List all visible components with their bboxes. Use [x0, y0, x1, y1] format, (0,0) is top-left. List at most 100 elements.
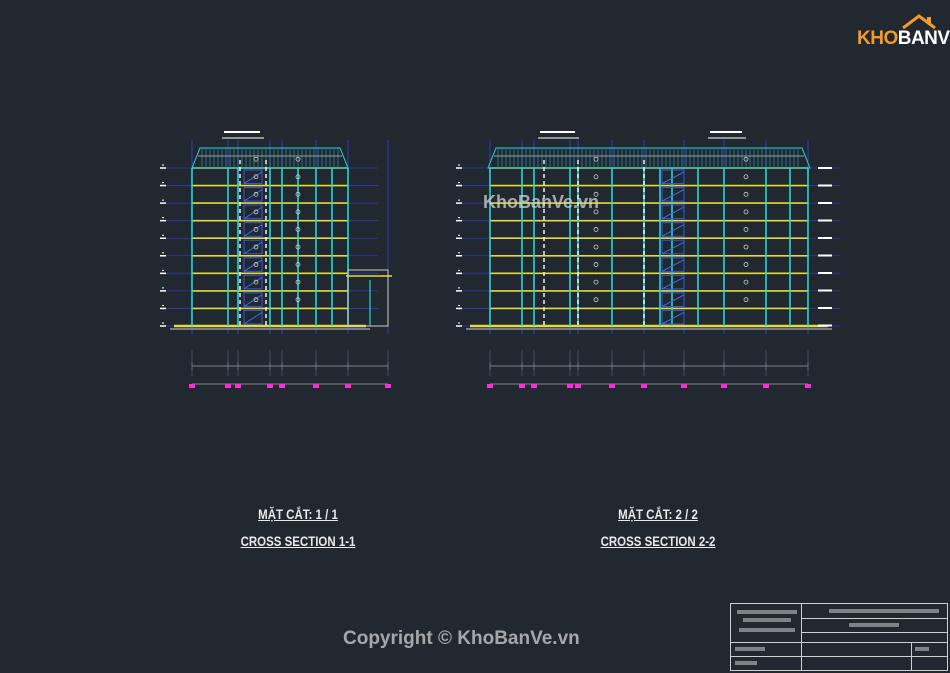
section1-stair-flight-2: [243, 276, 263, 290]
section1-axis-marker-3: [267, 384, 273, 388]
section1-level-marker-1-6: [295, 209, 301, 215]
section2-level-marker-1-7: [743, 191, 749, 197]
kho-ban-ve-logo: KHOBANVE: [853, 14, 950, 54]
section2-axis-marker-1: [519, 384, 525, 388]
section1-title-vn: MẶT CẮT: 1 / 1: [258, 506, 338, 522]
section2-stair-flight-1: [661, 294, 685, 307]
title-block-project: [829, 609, 939, 613]
section1-axis-marker-6: [345, 384, 351, 388]
section2-stair-core-2: [661, 274, 685, 290]
section2-roof-outline: [487, 147, 811, 169]
section1-level-marker-1-9: [295, 156, 301, 162]
section2-title-en: CROSS SECTION 2-2: [600, 533, 716, 549]
section2-axis-marker-6: [641, 384, 647, 388]
section2-level-marker-1-2: [743, 279, 749, 285]
section1-axis-marker-0: [189, 384, 195, 388]
section2-level-marker-0-2: [593, 279, 599, 285]
section2-axis-marker-9: [763, 384, 769, 388]
section1-stair-core-0: [243, 309, 263, 325]
section1-stair-core-4: [243, 239, 263, 255]
section2-stair-flight-7: [661, 189, 685, 202]
section1-stair-core-7: [243, 187, 263, 202]
section1-stair-core-2: [243, 274, 263, 290]
section2-axis-marker-2: [531, 384, 537, 388]
section1-level-marker-1-4: [295, 244, 301, 250]
section1-axis-marker-7: [385, 384, 391, 388]
section1-stair-flight-7: [243, 189, 263, 202]
section2-stair-core-4: [661, 239, 685, 255]
section1-stair-flight-3: [243, 259, 263, 272]
section1-level-marker-0-7: [253, 191, 259, 197]
section1-annex-outline: [347, 269, 389, 327]
title-block-date: [915, 647, 929, 651]
section2-level-marker-0-8: [593, 174, 599, 180]
section1-level-marker-0-8: [253, 174, 259, 180]
section1-axis-marker-1: [225, 384, 231, 388]
section1-axis-marker-4: [279, 384, 285, 388]
section1-level-marker-1-5: [295, 227, 301, 232]
section2-title-vn: MẶT CẮT: 2 / 2: [618, 506, 698, 522]
section1-stair-core-3: [243, 257, 263, 272]
section1-roof-outline: [191, 147, 349, 169]
section2-stair-core-3: [661, 257, 685, 272]
section2-level-marker-0-6: [593, 209, 599, 215]
section1-title-en: CROSS SECTION 1-1: [240, 533, 356, 549]
section2-axis-marker-5: [609, 384, 615, 388]
title-block: [730, 603, 948, 671]
section1-stair-flight-6: [243, 206, 263, 220]
section2-stair-flight-3: [661, 259, 685, 272]
section2-axis-marker-8: [721, 384, 727, 388]
section1-stair-core-6: [243, 204, 263, 220]
section2-stair-core-5: [661, 222, 685, 237]
section2-level-marker-0-4: [593, 244, 599, 250]
section2-stair-core-7: [661, 187, 685, 202]
section1-level-marker-0-5: [253, 227, 259, 232]
section2-level-marker-0-3: [593, 262, 599, 267]
section2-stair-flight-5: [661, 224, 685, 237]
section2-level-marker-0-1: [593, 297, 599, 303]
section1-stair-flight-5: [243, 224, 263, 237]
section2-stair-core-1: [661, 292, 685, 307]
section1-axis-marker-2: [235, 384, 241, 388]
section1-stair-flight-1: [243, 294, 263, 307]
section2-level-marker-1-3: [743, 262, 749, 267]
section1-level-marker-1-8: [295, 174, 301, 180]
title-block-drawing: [849, 623, 899, 627]
section2-level-marker-1-8: [743, 174, 749, 180]
section2-stair-flight-6: [661, 206, 685, 220]
section2-stair-flight-0: [661, 312, 685, 325]
logo-wordmark: KHOBANVE: [857, 28, 950, 49]
section1-level-marker-0-3: [253, 262, 259, 267]
section1-level-marker-0-4: [253, 244, 259, 250]
section1-axis-marker-5: [313, 384, 319, 388]
section1-stair-core-8: [243, 169, 263, 185]
watermark-center: KhoBanVe.vn: [483, 192, 600, 212]
title-block-subject: [743, 618, 791, 622]
section2-stair-core-8: [661, 169, 685, 185]
section2-level-marker-0-9: [593, 156, 599, 162]
section2-axis-marker-4: [575, 384, 581, 388]
house-roof-icon: [902, 14, 936, 30]
section1-stair-core-1: [243, 292, 263, 307]
section1-level-marker-0-6: [253, 209, 259, 215]
section2-level-marker-1-9: [743, 156, 749, 162]
title-block-faculty: [739, 628, 795, 632]
section2-level-marker-1-4: [743, 244, 749, 250]
section1-stair-core-5: [243, 222, 263, 237]
title-block-supervisor: [735, 647, 765, 651]
section1-level-marker-1-7: [295, 191, 301, 197]
section2-stair-flight-4: [661, 241, 685, 255]
section2-level-marker-1-6: [743, 209, 749, 215]
section2-axis-marker-0: [487, 384, 493, 388]
section2-level-marker-1-5: [743, 227, 749, 232]
title-block-school: [737, 610, 797, 614]
section2-level-marker-0-7: [593, 191, 599, 197]
section1-level-marker-0-9: [253, 156, 259, 162]
section1-level-marker-0-2: [253, 279, 259, 285]
title-block-student: [735, 661, 757, 665]
section1-level-marker-1-3: [295, 262, 301, 267]
section2-level-marker-1-1: [743, 297, 749, 303]
section2-stair-core-6: [661, 204, 685, 220]
section2-axis-marker-3: [567, 384, 573, 388]
section1-level-marker-0-1: [253, 297, 259, 303]
